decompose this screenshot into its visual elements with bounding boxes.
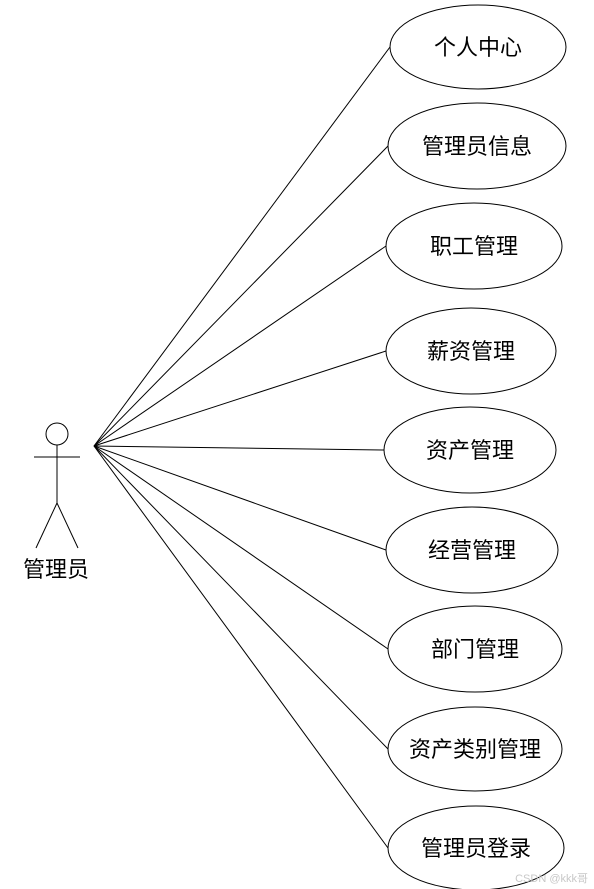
- use-case-label: 薪资管理: [427, 340, 515, 365]
- use-case-ellipse[interactable]: [385, 202, 563, 290]
- actor-figure: 管理员: [23, 422, 89, 583]
- use-case-ellipse[interactable]: [387, 102, 567, 190]
- association-line: [93, 445, 389, 849]
- use-case[interactable]: 薪资管理: [385, 307, 557, 395]
- use-case-ellipse[interactable]: [385, 307, 557, 395]
- association-line: [93, 445, 389, 750]
- use-case[interactable]: 经营管理: [385, 506, 559, 594]
- use-case-label: 资产类别管理: [409, 738, 541, 763]
- use-case[interactable]: 资产类别管理: [387, 706, 563, 792]
- use-case-label: 经营管理: [428, 539, 516, 564]
- use-case-label: 管理员信息: [422, 135, 532, 160]
- use-case-label: 个人中心: [434, 36, 522, 61]
- actor-label: 管理员: [23, 558, 89, 583]
- use-case[interactable]: 个人中心: [389, 4, 567, 90]
- association-lines: [93, 46, 391, 849]
- association-line: [93, 350, 387, 447]
- use-case-ellipse[interactable]: [387, 605, 563, 693]
- use-case-label: 部门管理: [431, 638, 519, 663]
- use-case-ellipse[interactable]: [387, 706, 563, 792]
- association-line: [93, 445, 387, 551]
- use-case-label: 资产管理: [426, 439, 514, 464]
- use-case-ellipse[interactable]: [383, 406, 557, 494]
- use-case-ellipse[interactable]: [389, 4, 567, 90]
- watermark: CSDN @kkk哥: [515, 872, 588, 885]
- use-case-label: 管理员登录: [421, 837, 531, 862]
- actor-head: [45, 422, 69, 446]
- use-case-label: 职工管理: [430, 235, 518, 260]
- use-case[interactable]: 部门管理: [387, 605, 563, 693]
- association-line: [93, 46, 391, 447]
- use-case-ellipse[interactable]: [387, 805, 565, 889]
- use-case[interactable]: 职工管理: [385, 202, 563, 290]
- association-line: [93, 445, 385, 451]
- use-case[interactable]: 管理员信息: [387, 102, 567, 190]
- association-line: [93, 145, 389, 447]
- actor-right-leg: [56, 502, 79, 549]
- actor-left-leg: [35, 502, 58, 549]
- use-case[interactable]: 资产管理: [383, 406, 557, 494]
- use-case[interactable]: 管理员登录: [387, 805, 565, 889]
- association-line: [93, 445, 389, 650]
- use-case-ellipse[interactable]: [385, 506, 559, 594]
- association-line: [93, 245, 387, 447]
